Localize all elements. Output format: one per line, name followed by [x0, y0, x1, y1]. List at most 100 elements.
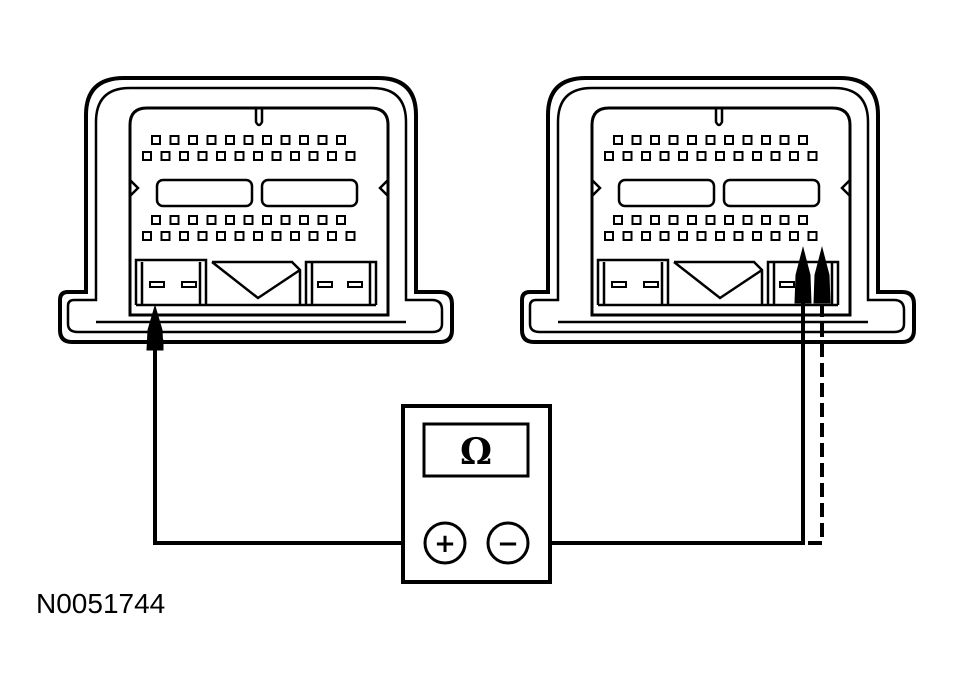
right-probe-tip-2 — [813, 246, 831, 304]
pin-cavity — [225, 215, 235, 225]
pin-cavity — [169, 215, 180, 225]
pin-cavity — [262, 215, 272, 225]
positive-lead-wire — [153, 345, 427, 545]
pin-cavity — [724, 135, 734, 145]
pin-cavity — [650, 135, 660, 145]
pin-cavity — [253, 231, 263, 241]
right-module-housing-outer — [520, 76, 916, 344]
pin-cavity — [631, 135, 642, 145]
pin-cavity — [280, 215, 291, 225]
left-power-pin — [149, 281, 165, 288]
pin-cavity — [705, 135, 716, 145]
test-leads — [153, 300, 824, 545]
pin-cavity — [299, 135, 309, 145]
pin-cavity — [188, 215, 198, 225]
pin-cavity — [317, 135, 328, 145]
pin-cavity — [807, 231, 818, 241]
right-connector-key-slot — [714, 108, 724, 127]
pin-cavity — [308, 151, 319, 161]
pin-cavity — [197, 151, 208, 161]
pin-cavity — [336, 135, 346, 145]
ohmmeter: Ω + − — [401, 404, 552, 584]
pin-cavity — [733, 151, 744, 161]
pin-cavity — [687, 135, 697, 145]
ohm-symbol: Ω — [460, 431, 492, 473]
pin-cavity — [234, 151, 245, 161]
right-connector-pins — [604, 135, 818, 241]
pin-cavity — [789, 151, 799, 161]
pin-cavity — [604, 231, 614, 241]
pin-cavity — [798, 215, 808, 225]
right-module-housing-inner — [528, 86, 906, 334]
pin-cavity — [779, 135, 790, 145]
pin-cavity — [290, 231, 300, 241]
left-module-housing-outer — [58, 76, 454, 344]
pin-cavity — [271, 151, 282, 161]
pin-cavity — [696, 151, 707, 161]
negative-lead-wire — [527, 300, 805, 545]
pin-cavity — [752, 151, 762, 161]
left-module-housing-inner — [66, 86, 444, 334]
right-power-pin — [643, 281, 659, 288]
pin-cavity — [696, 231, 707, 241]
pin-cavity — [715, 151, 725, 161]
pin-cavity — [807, 151, 818, 161]
pin-cavity — [188, 135, 198, 145]
negative-terminal — [486, 521, 530, 565]
pin-cavity — [668, 135, 679, 145]
pin-cavity — [206, 215, 217, 225]
pin-cavity — [280, 135, 291, 145]
right-module — [520, 76, 916, 344]
pin-cavity — [253, 151, 263, 161]
pin-cavity — [243, 215, 254, 225]
right-power-pin — [779, 281, 795, 288]
left-power-pin — [347, 281, 363, 288]
pin-cavity — [650, 215, 660, 225]
pin-cavity — [742, 135, 753, 145]
pin-cavity — [151, 215, 161, 225]
left-connector-side-notch — [129, 179, 389, 197]
pin-cavity — [142, 231, 152, 241]
pin-cavity — [641, 151, 651, 161]
pin-cavity — [622, 231, 633, 241]
pin-cavity — [724, 215, 734, 225]
right-power-pin — [611, 281, 627, 288]
pin-cavity — [327, 151, 337, 161]
pin-cavity — [668, 215, 679, 225]
left-connector-key-slot — [254, 108, 264, 127]
pin-cavity — [789, 231, 799, 241]
right-connector-side-notch — [591, 179, 851, 197]
left-connector-slot-left — [155, 178, 254, 208]
pin-cavity — [678, 231, 688, 241]
positive-terminal-sign: + — [434, 529, 456, 559]
pin-cavity — [169, 135, 180, 145]
pin-cavity — [216, 151, 226, 161]
right-connector-slot-left — [617, 178, 716, 208]
pin-cavity — [160, 231, 171, 241]
pin-cavity — [779, 215, 790, 225]
pin-cavity — [659, 151, 670, 161]
pin-cavity — [659, 231, 670, 241]
pin-cavity — [345, 231, 356, 241]
pin-cavity — [715, 231, 725, 241]
pin-cavity — [299, 215, 309, 225]
ohmmeter-display — [422, 422, 530, 478]
pin-cavity — [308, 231, 319, 241]
pin-cavity — [613, 135, 623, 145]
pin-cavity — [225, 135, 235, 145]
left-module — [58, 76, 454, 344]
probe-tips — [146, 246, 831, 351]
pin-cavity — [160, 151, 171, 161]
pin-cavity — [705, 215, 716, 225]
pin-cavity — [641, 231, 651, 241]
pin-cavity — [142, 151, 152, 161]
pin-cavity — [687, 215, 697, 225]
pin-cavity — [345, 151, 356, 161]
left-connector-face — [128, 106, 390, 317]
pin-cavity — [631, 215, 642, 225]
left-power-pin — [317, 281, 333, 288]
pin-cavity — [327, 231, 337, 241]
figure-reference-code: N0051744 — [36, 588, 166, 619]
pin-cavity — [317, 215, 328, 225]
pin-cavity — [262, 135, 272, 145]
